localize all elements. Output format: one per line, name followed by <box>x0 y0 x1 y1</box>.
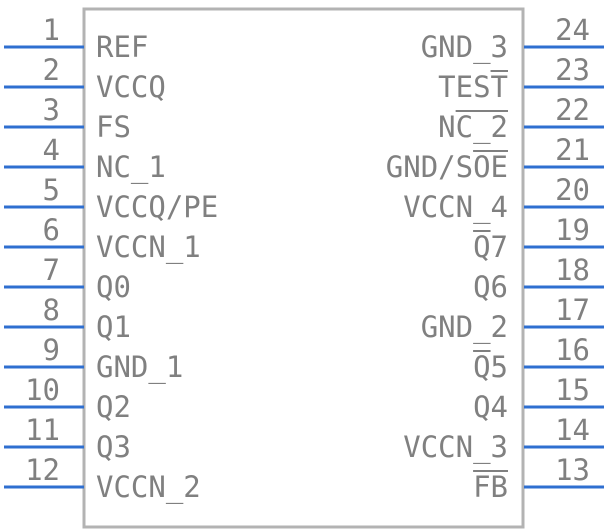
pin-12-label: VCCN_2 <box>96 470 201 505</box>
pin-8-label: Q1 <box>96 310 131 344</box>
pin-17-label: GND_2 <box>421 310 508 345</box>
pin-23-label: TEST <box>438 70 508 104</box>
pin-14-number: 14 <box>555 413 590 447</box>
pin-10-number: 10 <box>25 373 60 407</box>
pin-1-label: REF <box>96 30 148 64</box>
pin-11-number: 11 <box>25 413 60 447</box>
component-body <box>82 7 525 529</box>
pin-19-number: 19 <box>555 213 590 247</box>
pin-4-label: NC_1 <box>96 150 166 185</box>
pin-16-label: Q5 <box>473 350 508 384</box>
pin-3-number: 3 <box>43 93 60 127</box>
pin-2-number: 2 <box>43 53 60 87</box>
pin-18-label: Q6 <box>473 270 508 304</box>
pin-6-label: VCCN_1 <box>96 230 201 265</box>
pin-10-label: Q2 <box>96 390 131 424</box>
pin-17-number: 17 <box>555 293 590 327</box>
pin-24-number: 24 <box>555 13 590 47</box>
pin-20-label: VCCN_4 <box>403 190 508 225</box>
pin-21-number: 21 <box>555 133 590 167</box>
pin-13-label: FB <box>473 470 508 504</box>
pin-2-label: VCCQ <box>96 70 166 104</box>
pin-8-number: 8 <box>43 293 60 327</box>
pin-4-number: 4 <box>43 133 60 167</box>
pin-21-label: GND/SOE <box>386 150 508 184</box>
pin-14-label: VCCN_3 <box>403 430 508 465</box>
pin-9-label: GND_1 <box>96 350 183 385</box>
pin-3-label: FS <box>96 110 131 144</box>
pin-13-number: 13 <box>555 453 590 487</box>
pin-9-number: 9 <box>43 333 60 367</box>
pin-18-number: 18 <box>555 253 590 287</box>
pin-11-label: Q3 <box>96 430 131 464</box>
pin-19-label: Q7 <box>473 230 508 264</box>
pin-15-number: 15 <box>555 373 590 407</box>
pin-7-label: Q0 <box>96 270 131 304</box>
pin-7-number: 7 <box>43 253 60 287</box>
pin-22-label: NC_2 <box>438 110 508 145</box>
pin-6-number: 6 <box>43 213 60 247</box>
pin-16-number: 16 <box>555 333 590 367</box>
pin-23-number: 23 <box>555 53 590 87</box>
pin-5-number: 5 <box>43 173 60 207</box>
pin-22-number: 22 <box>555 93 590 127</box>
pin-20-number: 20 <box>555 173 590 207</box>
pin-5-label: VCCQ/PE <box>96 190 218 224</box>
pin-12-number: 12 <box>25 453 60 487</box>
pin-1-number: 1 <box>43 13 60 47</box>
pin-15-label: Q4 <box>473 390 508 424</box>
pin-24-label: GND_3 <box>421 30 508 65</box>
